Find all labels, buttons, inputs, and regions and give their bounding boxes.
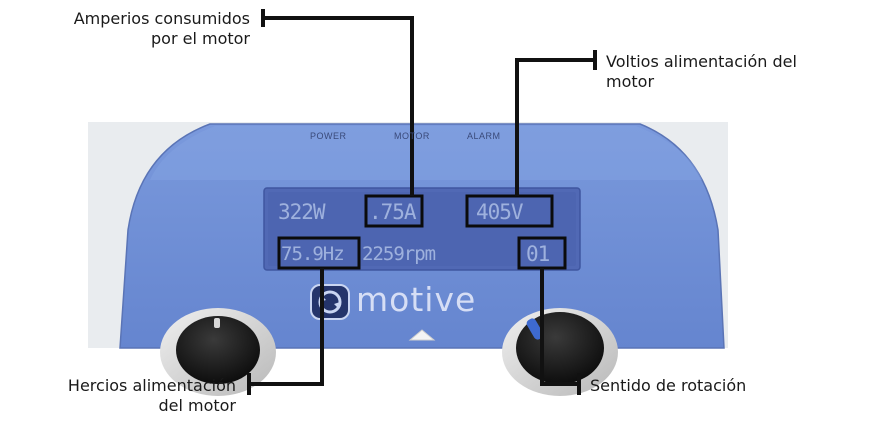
callout-hertz-label: Hercios alimentación del motor: [67, 376, 236, 415]
amps-highlight-box: [364, 194, 424, 228]
callout-amps-label: Amperios consumidos por el motor: [73, 9, 250, 48]
lcd-amps: .75A: [369, 200, 417, 224]
hertz-highlight-box: [277, 236, 361, 270]
lcd-direction: 01: [526, 242, 550, 266]
led-label-alarm: ALARM: [467, 131, 501, 141]
lcd-watts: 322W: [278, 200, 326, 224]
lcd-volts: 405V: [476, 200, 524, 224]
volts-highlight-box: [465, 194, 554, 228]
lcd-hertz: 75.9Hz: [281, 243, 345, 265]
brand-name: motive: [356, 280, 477, 319]
callout-direction-label: Sentido de rotación: [590, 376, 747, 395]
led-label-motor: MOTOR: [394, 131, 430, 141]
callout-volts-label: Voltios alimentación del motor: [606, 52, 797, 91]
right-knob: [502, 308, 618, 396]
amps-leader-line: [262, 16, 414, 196]
motive-logo-icon: [310, 284, 350, 320]
led-label-power: POWER: [310, 131, 347, 141]
lcd-rpm: 2259rpm: [362, 243, 436, 265]
diamond-marker: [408, 329, 436, 341]
hertz-leader-line: [250, 268, 324, 386]
direction-leader-line: [540, 268, 578, 386]
volts-leader-line: [515, 58, 594, 196]
